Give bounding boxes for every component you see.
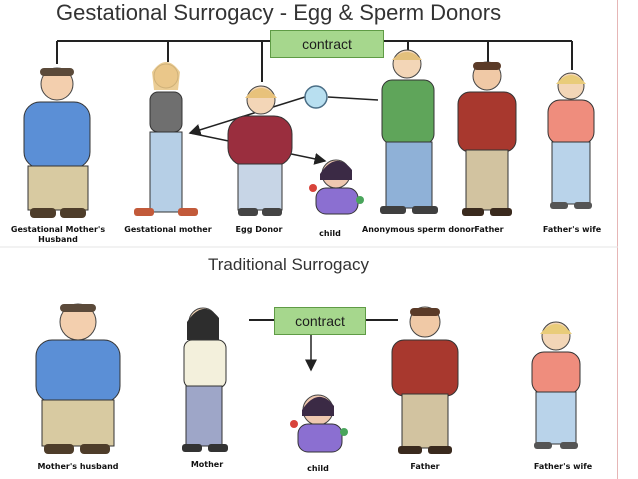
label-fathers-wife-bottom: Father's wife <box>533 462 593 471</box>
label-anonymous-sperm-donor: Anonymous sperm donor <box>362 225 475 234</box>
label-gestational-mother: Gestational mother <box>124 225 212 234</box>
label-mothers-husband: Mother's husband <box>37 462 119 471</box>
label-child-top: child <box>319 229 341 238</box>
label-fathers-wife-top: Father's wife <box>542 225 602 234</box>
traditional-contract-box: contract <box>274 307 366 335</box>
bottom-connector-lines <box>249 319 398 372</box>
label-gestational-mothers-husband: Gestational Mother's Husband <box>10 225 106 244</box>
mother-figure <box>182 307 228 452</box>
egg-donor-figure <box>227 85 293 216</box>
child-figure-bottom <box>290 394 348 453</box>
label-father-top: Father <box>474 225 504 234</box>
accent-rule <box>617 0 638 479</box>
gestational-mother-figure <box>134 62 198 216</box>
sperm-donor-figure <box>380 49 438 214</box>
label-child-bottom: child <box>307 464 329 473</box>
traditional-title: Traditional Surrogacy <box>208 255 369 274</box>
fathers-wife-figure-top <box>547 72 595 209</box>
gestational-contract-box: contract <box>270 30 384 58</box>
fathers-wife-figure-bottom <box>531 321 581 449</box>
label-egg-donor: Egg Donor <box>235 225 283 234</box>
father-figure-top <box>457 61 517 216</box>
egg-circle <box>304 85 328 109</box>
father-figure-bottom <box>391 306 459 454</box>
husband-figure <box>23 67 91 218</box>
gestational-title: Gestational Surrogacy - Egg & Sperm Dono… <box>56 0 502 25</box>
child-figure-top <box>309 159 364 215</box>
label-father-bottom: Father <box>410 462 440 471</box>
label-mother: Mother <box>190 460 224 469</box>
husband-figure-bottom <box>35 303 121 454</box>
